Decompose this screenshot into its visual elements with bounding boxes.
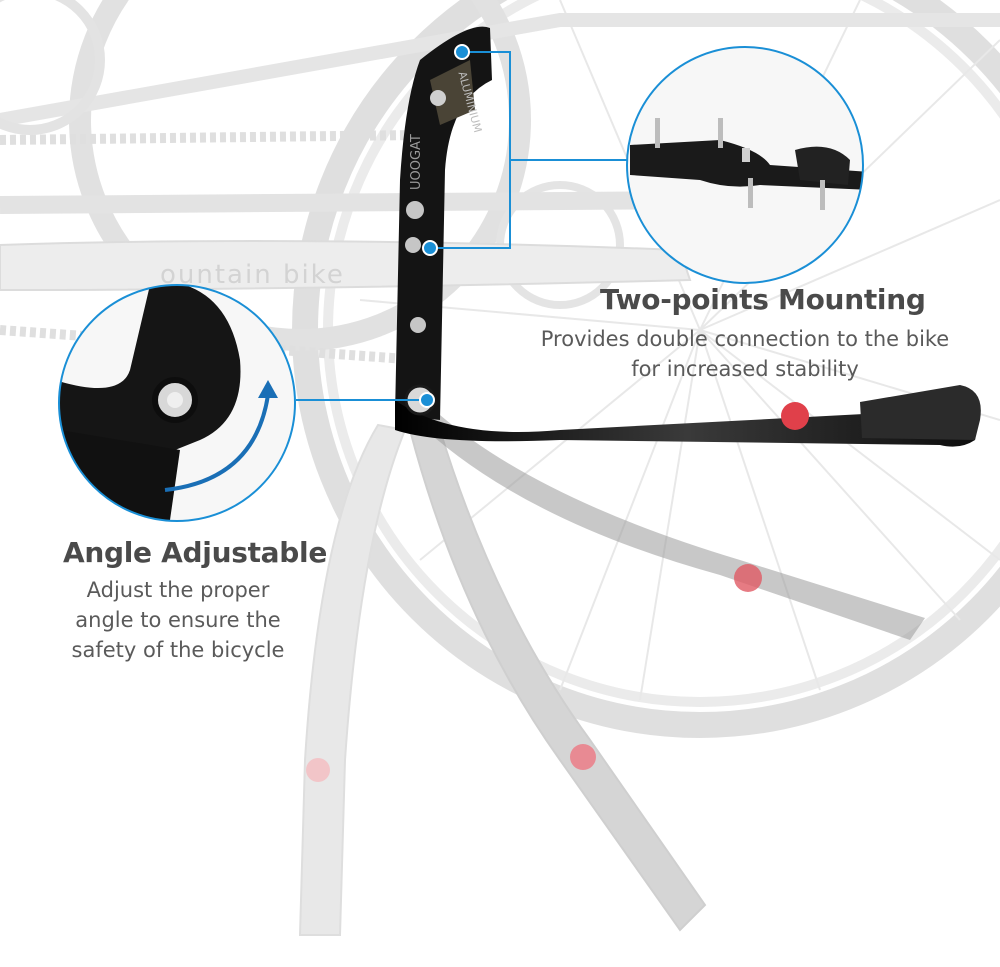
bolt — [430, 90, 446, 106]
feature-desc-angle: Adjust the proper angle to ensure the sa… — [62, 575, 294, 665]
kickstand-brand-text: UOOGAT — [409, 134, 424, 190]
bicycle-background: ountain bike — [0, 0, 1000, 738]
feature-title-angle: Angle Adjustable — [63, 536, 328, 569]
kickstand-main: UOOGAT — [395, 26, 981, 447]
ghost-leg-diagonal — [408, 429, 707, 932]
feature-desc-line: for increased stability — [631, 357, 859, 381]
kickstand-leg — [395, 400, 978, 447]
bolt — [410, 317, 426, 333]
reflector — [781, 402, 809, 430]
frame-chainstay — [0, 240, 692, 292]
feature-desc-line: safety of the bicycle — [71, 638, 285, 662]
curved-arrow-icon — [164, 394, 270, 492]
feature-desc-line: Adjust the proper — [86, 578, 270, 602]
bolt — [405, 237, 421, 253]
feature-desc-line: angle to ensure the — [75, 608, 281, 632]
pivot-bracket-closeup — [59, 285, 241, 462]
frame-tube-top — [0, 13, 1000, 127]
zoom-circle-mounting — [626, 46, 864, 284]
ghost-leg-mid — [415, 415, 925, 640]
feature-title-mounting: Two-points Mounting — [600, 283, 926, 316]
rear-cassette — [0, 0, 105, 135]
feature-desc-line: Provides double connection to the bike — [540, 327, 950, 351]
bolt — [406, 201, 424, 219]
callout-dot-top — [454, 44, 470, 60]
callout-dot-pivot — [419, 392, 435, 408]
callout-dot-bottom — [422, 240, 438, 256]
feature-desc-mounting: Provides double connection to the bike f… — [540, 324, 950, 384]
kickstand-ghost-positions — [298, 415, 925, 936]
ghost-leg-vertical — [298, 423, 407, 936]
callout-lines — [296, 51, 627, 401]
front-tire — [69, 0, 531, 351]
zoom-circle-angle — [58, 284, 296, 522]
